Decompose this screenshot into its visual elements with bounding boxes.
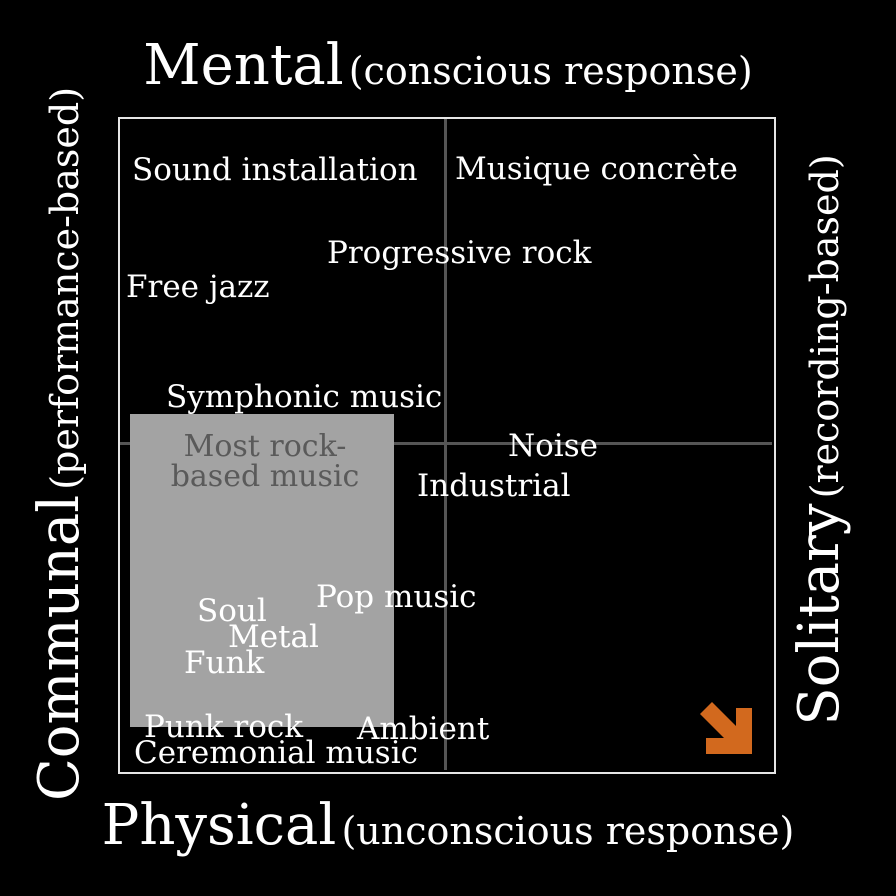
genre-label: Free jazz [126,269,270,305]
genre-label: Ceremonial music [134,735,418,771]
genre-label: Ambient [357,711,490,747]
axis-right-note: (recording-based) [803,154,847,499]
axis-label-bottom: Physical (unconscious response) [0,798,896,854]
axis-label-top: Mental (conscious response) [0,38,896,94]
arrow-shape [700,702,752,754]
genre-label: Funk [184,645,265,681]
genre-label: Noise [508,428,598,464]
axis-left-note: (performance-based) [43,86,87,490]
quadrant-frame [118,117,776,774]
genre-label: Musique concrète [455,151,738,187]
axis-right-main: Solitary [787,503,852,726]
genre-label: Metal [228,619,319,655]
genre-label: Progressive rock [327,235,592,271]
axis-bottom-main: Physical [101,793,337,858]
genre-label: Punk rock [144,709,304,745]
genre-label: Pop music [316,579,477,615]
arrow-down-right-icon [700,702,752,754]
axis-left-main: Communal [27,494,92,802]
axis-top-main: Mental [143,33,344,98]
genre-label: Sound installation [132,152,418,188]
axis-bottom-note: (unconscious response) [341,809,795,853]
genre-label: Symphonic music [166,379,443,415]
horizontal-divider [120,442,772,445]
rock-region-label: Most rock-based music [170,429,360,494]
axis-top-note: (conscious response) [348,49,753,93]
axis-label-right: Solitary (recording-based) [787,154,852,725]
rock-region-box [130,414,394,727]
axis-label-left: Communal (performance-based) [27,86,92,801]
genre-label: Industrial [417,468,571,504]
genre-label: Soul [197,593,267,629]
